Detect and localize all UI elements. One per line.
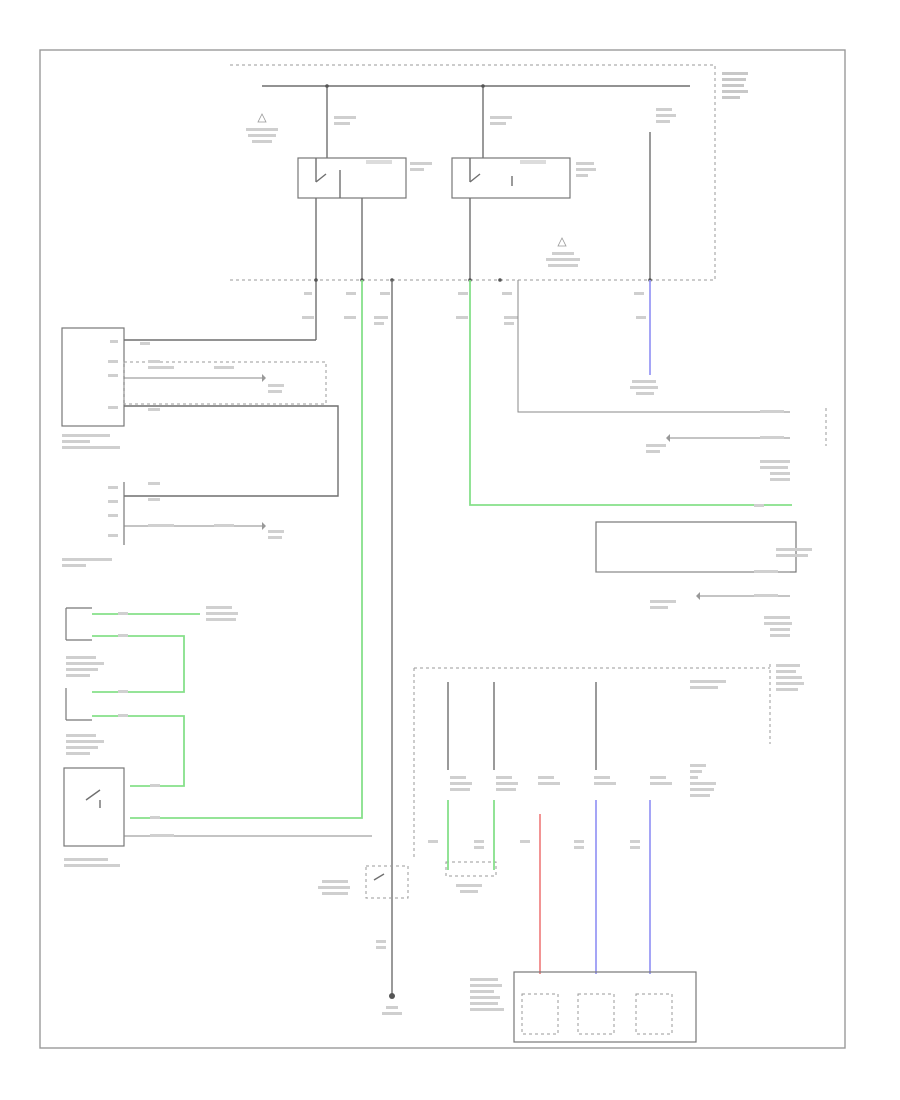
bottom-module xyxy=(470,971,697,1043)
caution-icon xyxy=(546,237,580,267)
wire-tags xyxy=(118,342,784,949)
junction-block-outline xyxy=(230,64,716,281)
fuse-left xyxy=(325,84,356,158)
right-connector-box xyxy=(595,521,797,573)
wire-j5 xyxy=(517,280,790,413)
right-labels-1 xyxy=(630,380,790,481)
left-control-unit xyxy=(61,327,125,449)
fuse-right xyxy=(649,108,676,280)
ignition-transponder-2 xyxy=(65,688,104,755)
combination-switch xyxy=(63,767,125,867)
relay-left xyxy=(297,157,432,199)
left-sub-outline xyxy=(123,361,327,405)
fuse-middle xyxy=(481,84,512,158)
right-labels-2 xyxy=(650,548,812,637)
green-wire-right xyxy=(469,280,792,506)
wire-left-mid xyxy=(124,405,339,497)
junction-block-label xyxy=(722,72,748,99)
relay-right xyxy=(451,157,596,199)
left-control-unit-2 xyxy=(62,482,125,567)
caution-icon xyxy=(246,113,278,143)
green-wire-ign-2 xyxy=(92,635,185,693)
pin-markers xyxy=(302,278,652,325)
feed-labels xyxy=(450,764,716,797)
sensor-block xyxy=(445,861,497,893)
ignition-transponder-1 xyxy=(65,607,104,677)
green-wire-ign-3 xyxy=(92,715,185,787)
module-labels xyxy=(690,664,804,691)
green-wire-main xyxy=(130,280,363,819)
diagram-frame xyxy=(39,49,846,1049)
relay-bottom xyxy=(318,865,409,899)
ground-icon xyxy=(382,993,402,1015)
